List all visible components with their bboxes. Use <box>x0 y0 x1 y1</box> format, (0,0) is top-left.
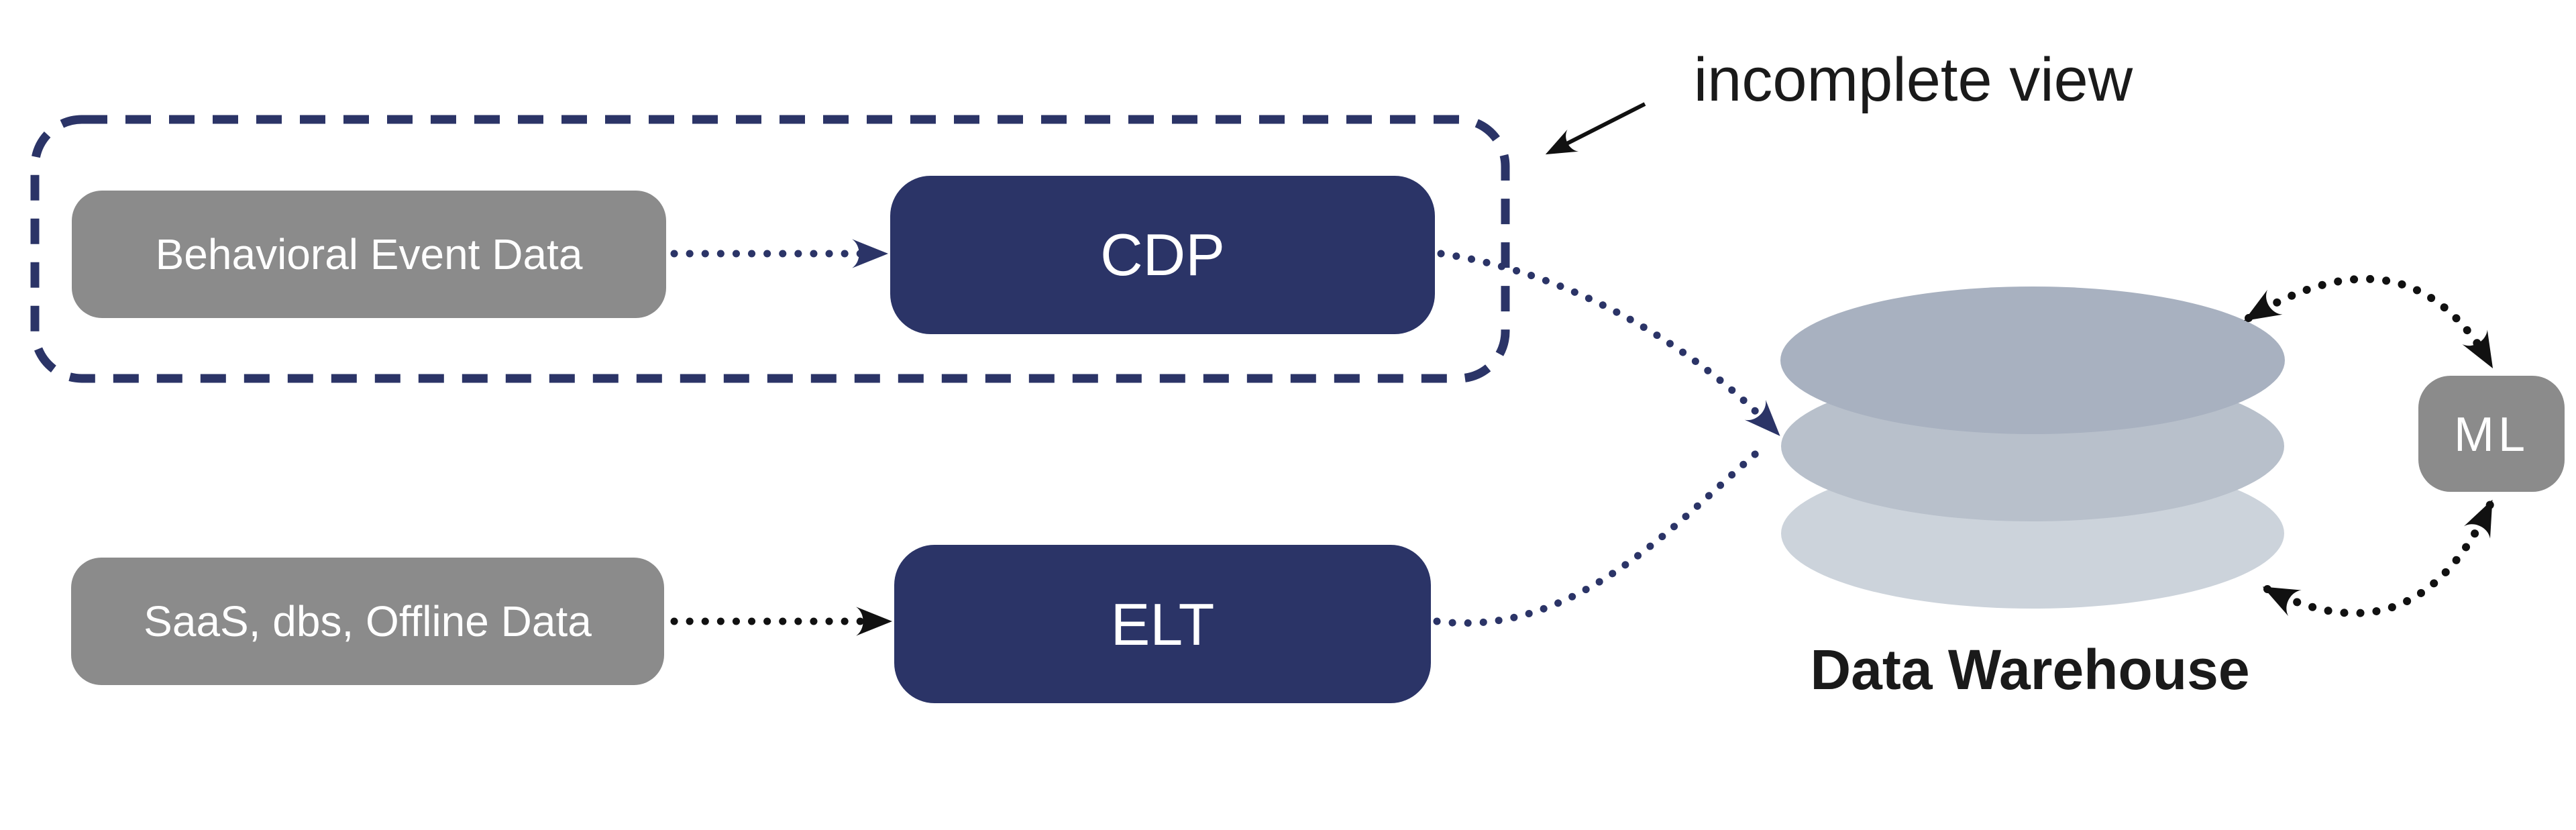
elt-node <box>894 545 1431 703</box>
data-warehouse-cylinder <box>1780 287 2285 609</box>
saas-dbs-offline-data-node <box>71 558 664 685</box>
data-warehouse-label: Data Warehouse <box>1810 638 2249 701</box>
behavioral-event-data-label: Behavioral Event Data <box>156 230 583 278</box>
elt-label: ELT <box>1111 591 1215 658</box>
incomplete-view-dashed-border <box>30 115 1510 383</box>
warehouse-to-ml-top-arrow <box>2244 274 2494 369</box>
incomplete-view-annotation-label: incomplete view <box>1694 46 2133 114</box>
cdp-label: CDP <box>1100 221 1225 288</box>
cdp-node <box>890 176 1435 334</box>
behavioral-event-data-node <box>72 191 666 318</box>
ml-node <box>2418 376 2565 492</box>
ml-label: ML <box>2454 408 2529 462</box>
incomplete-view-annotation-arrow <box>1545 102 1646 155</box>
saas-dbs-offline-data-label: SaaS, dbs, Offline Data <box>144 597 592 645</box>
cdp-to-warehouse-arrow <box>1437 250 1780 436</box>
cylinder-top-ellipse <box>1780 287 2285 434</box>
